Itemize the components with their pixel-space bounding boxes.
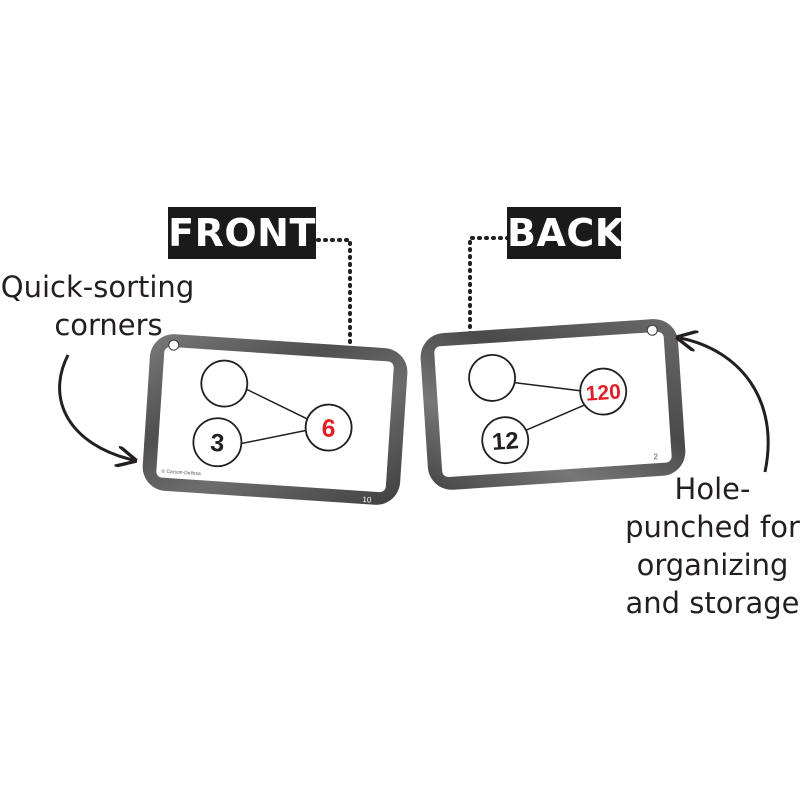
callout-line: corners [54, 308, 163, 342]
front-hole-punch [168, 339, 180, 351]
back-page-number: 2 [653, 452, 659, 461]
right-curved-arrow [680, 338, 770, 473]
front-label: FRONT [168, 207, 316, 259]
back-hole-punch [646, 324, 658, 336]
back-card: 12 120 2 [420, 319, 686, 490]
front-leader-line [316, 238, 352, 352]
back-card-face [434, 331, 672, 478]
back-label: BACK [507, 207, 624, 259]
front-bottom-circle [192, 417, 243, 468]
front-connector-top [245, 388, 311, 421]
front-connector-bottom [240, 429, 308, 445]
left-curved-arrow [58, 354, 133, 460]
hole-punched-callout: Hole- punched for organizing and storage [625, 470, 800, 622]
back-bottom-circle [481, 416, 530, 465]
front-copyright: © Carson-Dellosa [161, 468, 201, 478]
front-card: 3 6 © Carson-Dellosa 10 [142, 334, 408, 505]
callout-line: and storage [625, 586, 800, 620]
callout-line: punched for [625, 510, 800, 544]
callout-line: organizing [636, 548, 789, 582]
front-page-number: 10 [362, 495, 372, 505]
back-right-number: 120 [585, 380, 621, 405]
back-connector-bottom [521, 404, 586, 433]
back-connector-top [513, 381, 583, 392]
back-leader-line [468, 236, 510, 337]
quick-sorting-callout: Quick-sorting corners [0, 268, 195, 344]
back-bottom-number: 12 [491, 427, 519, 456]
front-right-circle [304, 403, 353, 452]
front-right-number: 6 [321, 414, 337, 443]
front-bottom-number: 3 [209, 429, 225, 458]
callout-line: Quick-sorting [0, 270, 195, 304]
back-top-circle [468, 354, 516, 402]
front-top-circle [200, 359, 249, 408]
back-right-circle [579, 367, 628, 416]
callout-line: Hole- [674, 472, 751, 506]
